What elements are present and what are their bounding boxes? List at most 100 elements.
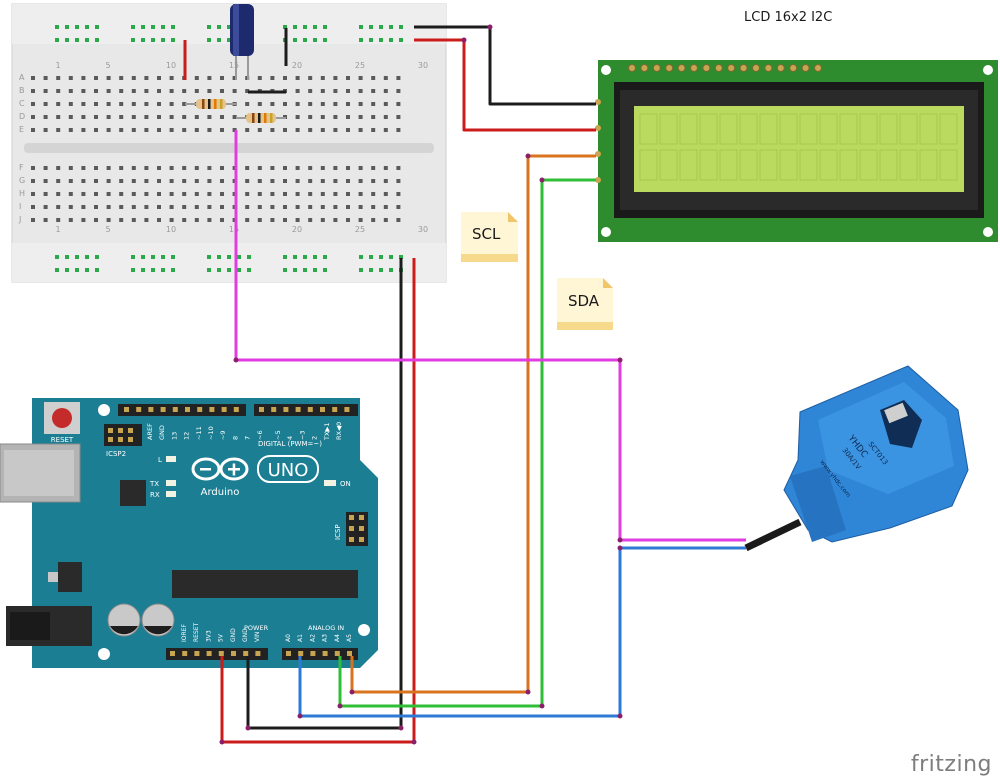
analog-pin-label: A4 [334,634,341,642]
bb-hole [308,89,313,93]
bb-hole [94,179,98,183]
regulator [58,562,82,592]
bb-hole [119,218,124,222]
bb-hole [346,179,350,183]
bb-hole [333,128,338,132]
bb-hole [43,76,48,80]
bb-hole [31,192,35,196]
bb-hole [295,115,300,119]
bb-hole [245,205,250,209]
bb-rail-hole [75,268,79,272]
bb-hole [295,166,300,170]
bb-hole [144,192,149,196]
bb-hole [106,205,111,209]
reset-button [52,408,72,428]
led-on-label: ON [340,480,351,488]
bb-hole [207,166,212,170]
bb-hole [245,179,250,183]
bb-col-label: 10 [166,61,176,70]
bb-hole [257,102,262,106]
power-pin-label: 5V [218,633,225,642]
header-pin [221,407,227,412]
bb-hole [346,115,350,119]
bb-hole [396,128,401,132]
led-tx [166,480,176,486]
bb-hole [308,128,313,132]
bb-rail-hole [369,25,373,29]
bb-hole [31,218,35,222]
bb-rail-hole [85,255,89,259]
bb-hole [106,179,111,183]
bb-hole [257,179,262,183]
bb-hole [333,179,338,183]
bb-hole [43,205,48,209]
bb-rail-hole [171,255,175,259]
bb-hole [68,205,73,209]
bb-hole [131,102,136,106]
bb-rail-hole [217,255,221,259]
bb-rail-hole [65,38,69,42]
header-pin [172,407,178,412]
bb-hole [396,205,401,209]
bb-hole [283,218,287,222]
header-pin [255,651,261,656]
bb-col-label: 1 [55,225,60,234]
bb-rail-hole [293,268,297,272]
lcd-pin [776,64,785,72]
wire-5v [220,258,416,744]
bb-hole [283,166,287,170]
lcd-cell [839,113,858,145]
bb-hole [257,166,262,170]
bb-hole [43,166,48,170]
bb-hole [169,218,174,222]
bb-rail-hole [399,38,403,42]
bb-hole [31,166,35,170]
bb-rail-hole [247,268,251,272]
bb-hole [320,166,325,170]
bb-hole [94,102,98,106]
bb-hole [333,166,338,170]
lcd-cell [719,113,738,145]
bb-hole [383,166,388,170]
power-label: POWER [244,624,269,632]
digital-label: DIGITAL (PWM=~) [258,440,322,448]
bb-hole [81,166,86,170]
bb-rail-hole [151,25,155,29]
bb-rail-hole [207,25,211,29]
bb-hole [333,89,338,93]
bb-rail-hole [227,268,231,272]
led-tx-label: TX [149,480,159,488]
bb-hole [94,89,98,93]
bb-hole [182,166,187,170]
lcd-pin [652,64,661,72]
bb-hole [207,89,212,93]
bb-hole [371,89,376,93]
bb-hole [56,166,61,170]
bb-rail-hole [95,25,99,29]
bb-hole [383,89,388,93]
bb-hole [43,115,48,119]
bb-rail-hole [237,268,241,272]
bb-row-label: E [19,125,24,134]
header-pin [182,651,188,656]
bb-hole [220,115,224,119]
wire-junctions [219,24,623,745]
bb-hole [31,76,35,80]
header-pin [218,651,224,656]
bb-hole [157,115,161,119]
digital-pin-label: ~5 [274,430,282,440]
bb-rail-hole [313,255,317,259]
bb-hole [308,115,313,119]
bb-hole [119,102,124,106]
bb-hole [43,192,48,196]
bb-hole [119,192,124,196]
bb-hole [232,89,237,93]
bb-rail-hole [75,255,79,259]
reset-label: RESET [51,436,74,444]
lcd-pin [628,64,636,72]
header-pin [295,407,301,412]
bb-hole [295,192,300,196]
bb-hole [358,179,363,183]
lcd-cell [799,113,818,145]
bb-rail-hole [85,25,89,29]
